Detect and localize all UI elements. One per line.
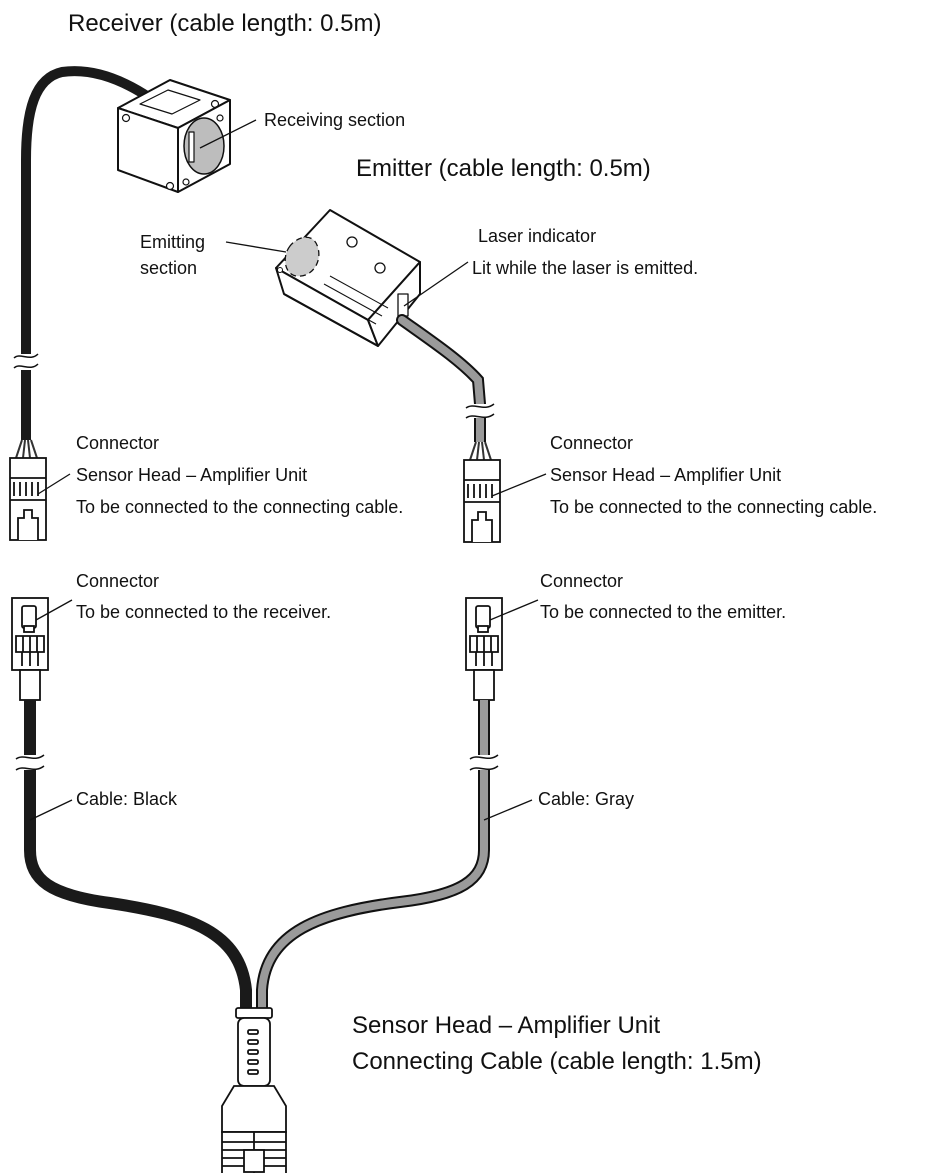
emitting-section-leader: [225, 241, 287, 253]
emitter-connector: [463, 459, 501, 543]
emitting-section-label-line1: Emitting: [140, 232, 206, 252]
cable-black-leader: [29, 799, 73, 821]
cable-connector-emitter-title: Connector: [540, 571, 624, 591]
receiver-connector-leader: [37, 473, 71, 495]
receiver-connector: [9, 457, 47, 541]
connecting-cable-title-line1: Sensor Head – Amplifier Unit: [352, 1012, 661, 1039]
amplifier-connector: [221, 1007, 287, 1173]
cable-connector-receiver: [11, 597, 49, 701]
laser-indicator-leader: [403, 261, 469, 307]
emitter-title: Emitter (cable length: 0.5m): [356, 155, 651, 182]
cable-black-label: Cable: Black: [76, 789, 178, 809]
cable-connector-emitter-leader: [489, 599, 539, 621]
receiver-connector-title: Connector: [76, 433, 160, 453]
receiver-connector-wires: [15, 439, 38, 459]
laser-indicator-title: Laser indicator: [478, 226, 597, 246]
receiver-connector-line2: To be connected to the connecting cable.: [76, 497, 404, 517]
cable-gray-label: Cable: Gray: [538, 789, 635, 809]
cable-gray-leader: [483, 799, 533, 821]
emitting-section-label-line2: section: [140, 258, 198, 278]
emitter-connector-line1: Sensor Head – Amplifier Unit: [550, 465, 782, 485]
receiver-cable-break: [13, 353, 39, 369]
cable-connector-receiver-title: Connector: [76, 571, 160, 591]
cable-connector-receiver-desc: To be connected to the receiver.: [76, 602, 332, 622]
gray-cable-break: [469, 754, 499, 771]
black-cable-break: [15, 754, 45, 771]
emitter-connector-line2: To be connected to the connecting cable.: [550, 497, 878, 517]
receiver-body: [117, 79, 231, 193]
cable-connector-emitter-desc: To be connected to the emitter.: [540, 602, 787, 622]
emitter-connector-title: Connector: [550, 433, 634, 453]
receiver-connector-line1: Sensor Head – Amplifier Unit: [76, 465, 308, 485]
receiver-cable: [21, 66, 155, 360]
emitter-connector-leader: [491, 473, 547, 497]
connecting-cable-title-line2: Connecting Cable (cable length: 1.5m): [352, 1048, 762, 1075]
laser-indicator-desc: Lit while the laser is emitted.: [472, 258, 699, 278]
receiving-section-label: Receiving section: [264, 110, 406, 130]
receiving-section-leader: [199, 119, 257, 149]
emitter-body: [275, 209, 421, 347]
receiver-title: Receiver (cable length: 0.5m): [68, 10, 382, 37]
emitter-connector-wires: [469, 441, 492, 461]
cable-connector-receiver-leader: [35, 599, 73, 621]
cable-connector-emitter: [465, 597, 503, 701]
emitter-cable-break: [465, 403, 495, 419]
connecting-cable-black: [24, 770, 252, 1010]
